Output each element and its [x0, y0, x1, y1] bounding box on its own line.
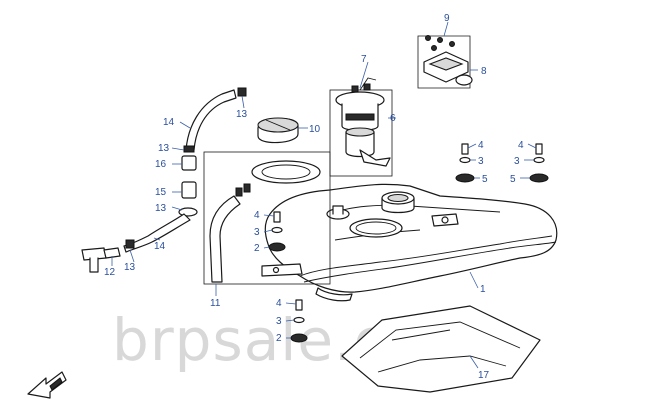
callout-14-top: 14: [163, 117, 175, 128]
callout-12: 12: [104, 267, 116, 278]
check-valve-connector: [81, 247, 121, 273]
filler-cap: [257, 117, 299, 144]
callout-11: 11: [210, 298, 221, 309]
fuel-tank: [261, 183, 558, 302]
fastener-stack-right-b: [529, 143, 549, 183]
callout-16: 16: [155, 159, 167, 170]
callout-13-filter-top: 13: [158, 143, 170, 154]
fastener-stack-right-a: [455, 143, 475, 183]
callout-13-top: 13: [236, 109, 248, 120]
callout-3-right-b: 3: [514, 156, 520, 167]
callout-6: 6: [390, 113, 396, 124]
fuel-pump-assembly: [329, 77, 393, 177]
callout-8: 8: [481, 66, 487, 77]
callout-labels: 1 6 7 8 9 10 13 14 13 16 15 13 14 13 12 …: [104, 13, 524, 381]
callout-3-right-a: 3: [478, 156, 484, 167]
callout-13-filter-bottom: 13: [155, 203, 167, 214]
callout-13-bottom: 13: [124, 262, 136, 273]
callout-2-left-lower: 2: [276, 333, 282, 344]
callout-1: 1: [480, 284, 486, 295]
fuel-hose-upper: [185, 89, 237, 151]
callout-9: 9: [444, 13, 450, 24]
callout-2-left-upper: 2: [254, 243, 260, 254]
callout-15: 15: [155, 187, 167, 198]
callout-17: 17: [478, 370, 490, 381]
callout-3-left-upper: 3: [254, 227, 260, 238]
vent-hose: [203, 151, 331, 285]
mount-bracket-assembly: [417, 35, 473, 89]
callout-5-right-b: 5: [510, 174, 516, 185]
leader-lines: [111, 21, 537, 369]
fuel-hose-lower: [123, 213, 191, 253]
hose-clamp-upper: [237, 87, 247, 97]
callout-4-right-a: 4: [478, 140, 484, 151]
callout-7: 7: [361, 54, 367, 65]
fwd-arrow-icon: [27, 371, 67, 399]
skid-plate-guard: [341, 305, 541, 393]
callout-4-left-upper: 4: [254, 210, 260, 221]
callout-10: 10: [309, 124, 321, 135]
seal-ring: [251, 160, 321, 184]
callout-14-bottom: 14: [154, 241, 166, 252]
fuel-filter-inline: [178, 145, 198, 217]
callout-4-left-lower: 4: [276, 298, 282, 309]
callout-4-right-b: 4: [518, 140, 524, 151]
callout-3-left-lower: 3: [276, 316, 282, 327]
callout-5-right-a: 5: [482, 174, 488, 185]
